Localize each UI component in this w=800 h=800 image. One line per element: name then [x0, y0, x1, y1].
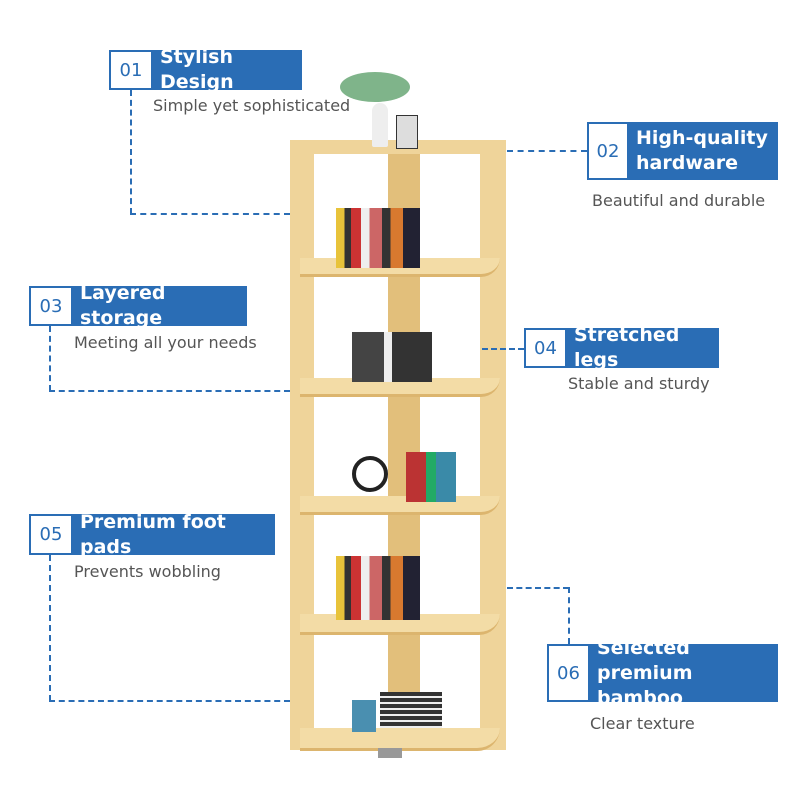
callout-line: [49, 700, 290, 702]
feature-title-layered-storage: Layered storage: [72, 282, 247, 329]
feature-subtitle: Simple yet sophisticated: [153, 96, 351, 115]
feature-title-foot-pads: Premium foot pads: [72, 511, 275, 558]
feature-number-03: 03: [29, 286, 73, 326]
feature-subtitle: Clear texture: [590, 714, 695, 733]
feature-subtitle: Beautiful and durable: [592, 191, 766, 210]
feature-title-stretched-legs: Stretched legs: [566, 324, 719, 371]
feature-subtitle: Stable and sturdy: [568, 374, 710, 393]
callout-line: [130, 213, 290, 215]
callout-line: [507, 150, 587, 152]
title-line: hardware: [636, 152, 738, 174]
feature-number-02: 02: [587, 122, 629, 180]
callout-line: [49, 326, 51, 391]
feature-subtitle: Prevents wobbling: [74, 562, 221, 581]
feature-number-05: 05: [29, 514, 73, 555]
feature-number-06: 06: [547, 644, 590, 702]
title-line: High-quality: [636, 127, 768, 149]
feature-number-01: 01: [109, 50, 153, 90]
callout-line: [568, 587, 570, 644]
title-line: Selected: [597, 636, 690, 659]
feature-subtitle: Meeting all your needs: [74, 333, 257, 352]
callout-line: [130, 90, 132, 214]
feature-number-04: 04: [524, 328, 567, 368]
feature-title-stylish-design: Stylish Design: [152, 46, 302, 93]
callout-line: [49, 555, 51, 701]
title-line: premium bamboo: [597, 661, 693, 709]
feature-title-hardware: High-quality hardware: [628, 122, 778, 180]
callout-line: [49, 390, 290, 392]
callout-line: [507, 587, 569, 589]
callout-line: [482, 348, 524, 350]
feature-title-bamboo: Selected premium bamboo: [589, 637, 778, 709]
